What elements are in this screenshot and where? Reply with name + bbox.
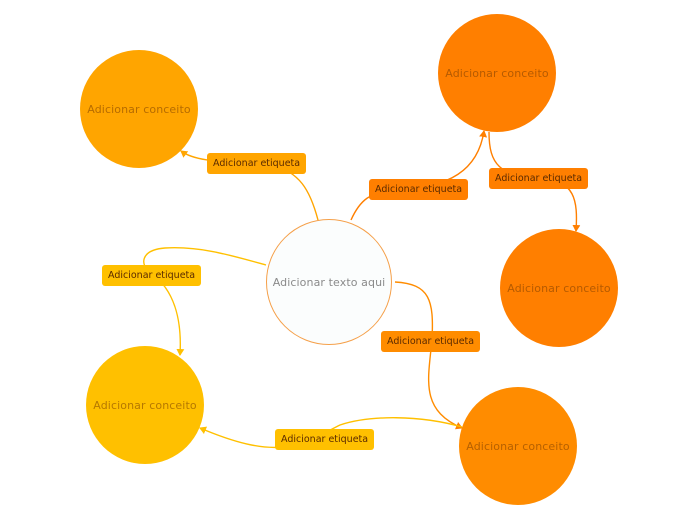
link-label-top-right-to-right[interactable]: Adicionar etiqueta [489,168,589,189]
link-center-to-top-right[interactable] [350,130,488,221]
concept-bottom-left[interactable]: Adicionar conceito [86,346,204,464]
link-center-to-bottom-right[interactable] [394,281,463,430]
concept-text: Adicionar conceito [93,398,197,412]
link-label-to-top-right[interactable]: Adicionar etiqueta [369,179,469,200]
central-topic[interactable]: Adicionar texto aqui [266,219,392,345]
link-bottom-right-to-bottom-left[interactable] [199,417,463,449]
concept-text: Adicionar conceito [466,439,570,453]
concept-bottom-right[interactable]: Adicionar conceito [459,387,577,505]
concept-top-right[interactable]: Adicionar conceito [438,14,556,132]
link-label-bottom-right-to-bottom-left[interactable]: Adicionar etiqueta [275,429,375,450]
concept-top-left[interactable]: Adicionar conceito [80,50,198,168]
concept-text: Adicionar conceito [507,281,611,295]
link-label-to-bottom-left[interactable]: Adicionar etiqueta [102,265,202,286]
link-center-to-bottom-left[interactable] [143,247,267,356]
concept-right[interactable]: Adicionar conceito [500,229,618,347]
link-label-to-top-left[interactable]: Adicionar etiqueta [207,153,307,174]
link-label-to-bottom-right[interactable]: Adicionar etiqueta [381,331,481,352]
concept-text: Adicionar conceito [445,66,549,80]
central-topic-text: Adicionar texto aqui [272,275,386,289]
concept-text: Adicionar conceito [87,102,191,116]
